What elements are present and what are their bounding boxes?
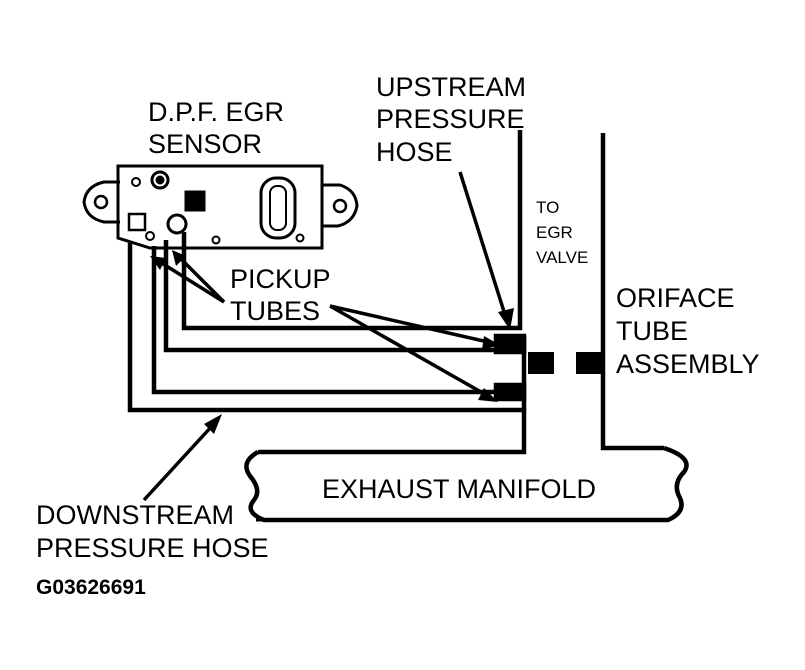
pickup-leader-right-a — [329, 304, 489, 344]
pickup-arrowhead-left-a — [150, 256, 166, 270]
pickup-label-line2: TUBES — [230, 296, 320, 326]
upstream-hose-arrowhead — [498, 308, 514, 330]
pickup-leader-left-b — [178, 256, 226, 304]
upstream-hose-leader — [458, 171, 508, 319]
oriface-plate-left — [528, 352, 554, 374]
sensor-screw — [295, 233, 305, 243]
exhaust-manifold-label: EXHAUST MANIFOLD — [322, 474, 596, 504]
downstream-label-line2: PRESSURE HOSE — [36, 533, 269, 563]
sensor-terminal-block — [184, 190, 206, 212]
pickup-arrowhead-right-b — [478, 388, 498, 402]
pickup-leader-left-a — [159, 260, 225, 304]
oriface-tube-wall-right — [600, 133, 664, 451]
to-egr-label-line1: TO — [536, 198, 559, 217]
to-egr-label-line3: VALVE — [536, 248, 588, 267]
sensor-top-port — [150, 170, 170, 190]
sensor-screw — [211, 235, 221, 245]
sensor-lower-port-right — [166, 213, 188, 235]
oriface-label-line3: ASSEMBLY — [616, 349, 760, 379]
sensor-housing — [116, 164, 324, 250]
labels: D.P.F. EGR SENSOR UPSTREAM PRESSURE HOSE… — [36, 72, 760, 599]
pickup-arrowhead-left-b — [172, 250, 186, 266]
sensor-connector — [259, 176, 297, 240]
downstream-label-line1: DOWNSTREAM — [36, 500, 234, 530]
to-egr-label-line2: EGR — [536, 223, 573, 242]
upstream-label-line3: HOSE — [376, 137, 453, 167]
sensor-connector-inner — [269, 185, 287, 231]
downstream-hose-leader — [142, 424, 214, 502]
right-port-hose — [163, 240, 500, 353]
upstream-pressure-hose — [181, 130, 523, 331]
downstream-hose-arrowhead — [204, 414, 222, 434]
sensor-right-flange — [322, 183, 359, 228]
sensor-left-flange — [82, 180, 120, 224]
downstream-fitting — [493, 382, 527, 402]
upstream-label-line2: PRESSURE — [376, 104, 525, 134]
pickup-leader-right-b — [329, 304, 489, 398]
oriface-label-line1: ORIFACE — [616, 283, 735, 313]
sensor-top-port-center — [155, 175, 165, 185]
upstream-fitting — [493, 333, 527, 355]
oriface-plate-right — [576, 352, 603, 374]
oriface-tube-assembly — [493, 133, 664, 451]
sensor-lower-port-left — [127, 212, 147, 232]
sensor-label-line2: SENSOR — [148, 129, 262, 159]
sensor-left-bolt-hole — [93, 194, 109, 210]
sensor-port-fitting — [145, 231, 155, 241]
exhaust-manifold-outline — [244, 445, 689, 523]
dpf-egr-sensor — [82, 164, 359, 250]
pickup-arrowhead-right-a — [482, 336, 500, 350]
figure-id: G03626691 — [36, 576, 146, 599]
lower-port-hose — [151, 246, 502, 395]
upstream-label-line1: UPSTREAM — [376, 72, 526, 102]
sensor-label-line1: D.P.F. EGR — [148, 97, 284, 127]
sensor-screw — [131, 177, 141, 187]
oriface-label-line2: TUBE — [616, 316, 688, 346]
pickup-label-line1: PICKUP — [230, 264, 331, 294]
sensor-right-bolt-hole — [332, 198, 348, 214]
leader-arrows — [142, 171, 514, 522]
